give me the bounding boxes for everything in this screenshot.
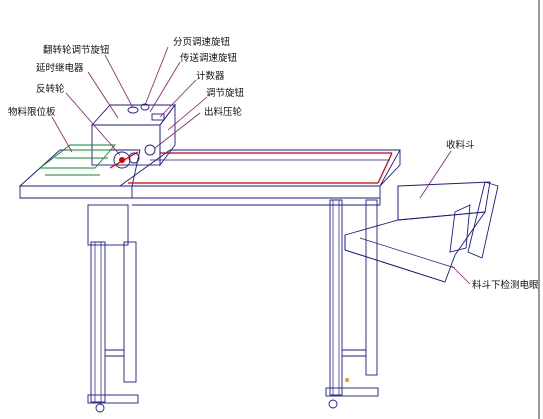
collecting-hopper	[344, 181, 499, 283]
label-reverse-wheel: 反转轮	[36, 83, 65, 95]
label-delay-relay: 延时继电器	[36, 62, 84, 74]
label-hopper-sensor: 料斗下检测电眼	[472, 279, 539, 291]
leader-lines	[51, 46, 471, 285]
label-counter: 计数器	[196, 70, 225, 82]
knob-flip-wheel	[127, 106, 139, 114]
counter-display	[151, 113, 165, 121]
label-material-limit-plate: 物料限位板	[8, 106, 56, 118]
conveyor-belt	[118, 149, 401, 187]
stand	[87, 199, 379, 413]
label-page-speed-knob: 分页调速旋钮	[173, 36, 231, 48]
label-output-press-wheel: 出料压轮	[204, 106, 243, 118]
label-adjust-knob: 调节旋钮	[206, 87, 245, 99]
caster-left	[95, 403, 105, 413]
label-flip-wheel-knob: 翻转轮调节旋钮	[43, 44, 110, 56]
label-collecting-hopper: 收料斗	[446, 139, 475, 151]
output-press-wheel	[144, 144, 156, 156]
label-conveyor-speed-knob: 传送调速旋钮	[180, 52, 238, 64]
reverse-wheel	[113, 151, 131, 169]
caster-right	[328, 399, 338, 409]
feeder-head	[38, 103, 176, 176]
